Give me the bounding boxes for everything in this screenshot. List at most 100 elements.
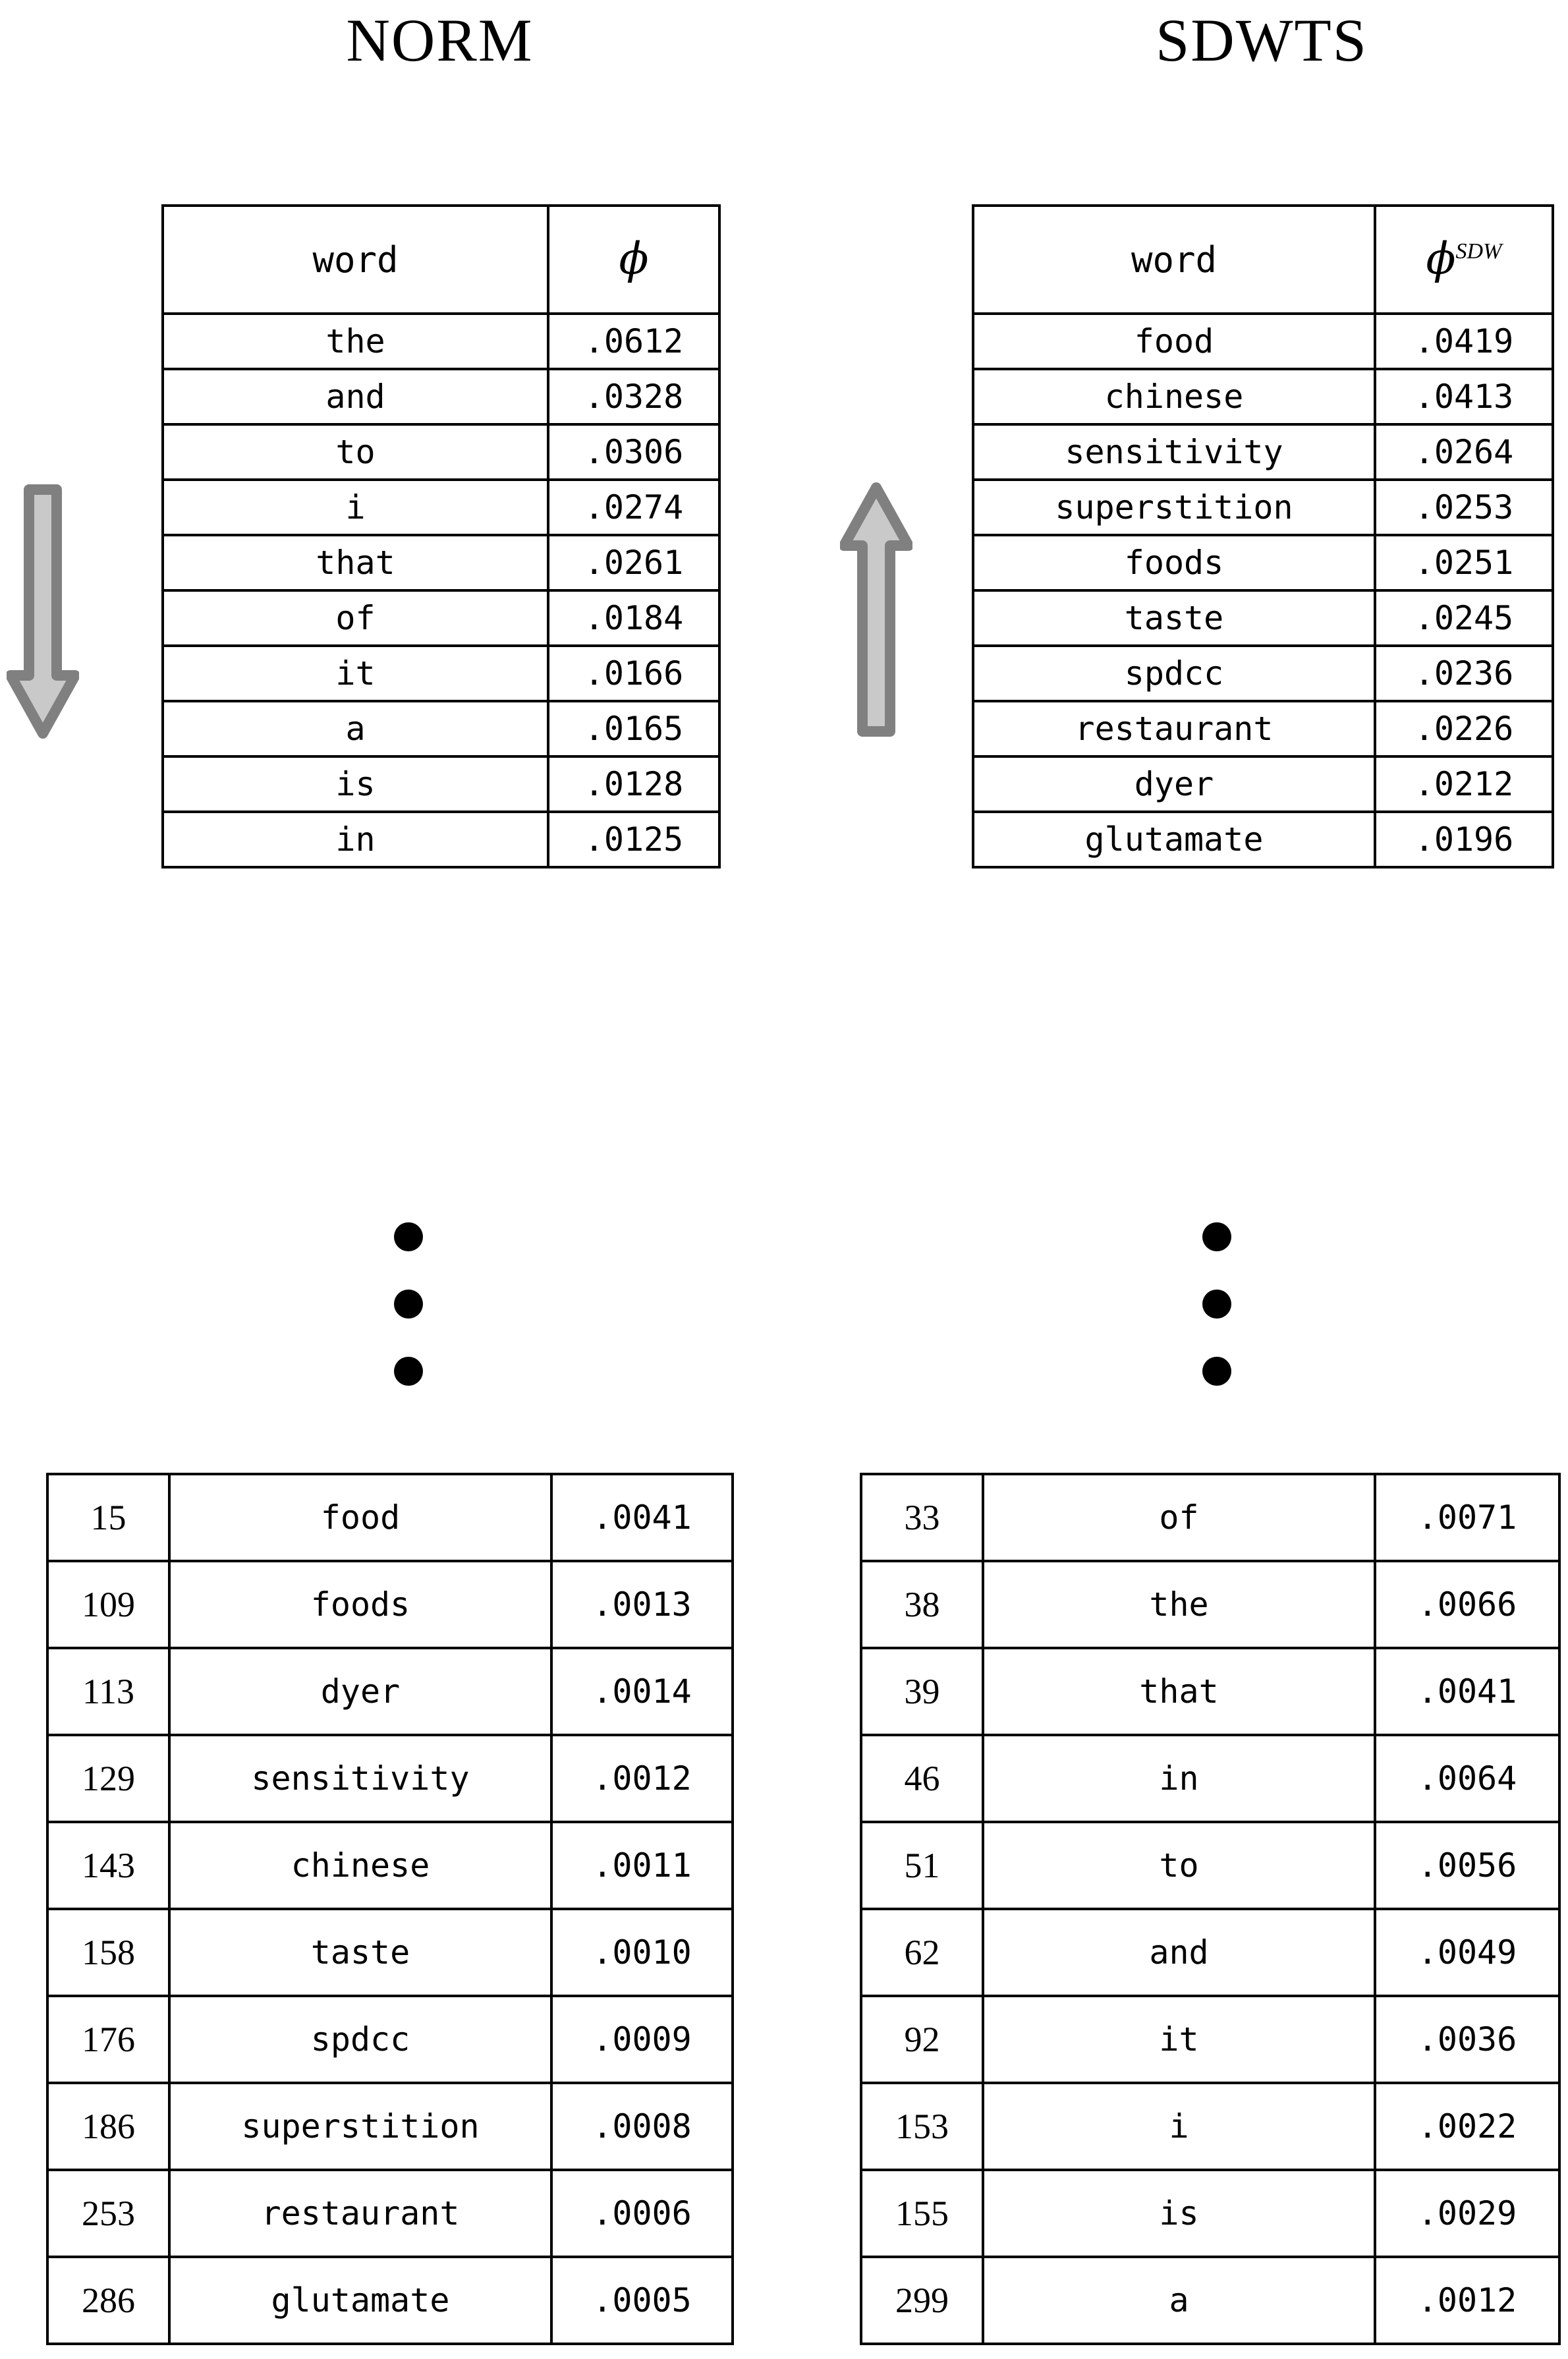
cell-word: restaurant [168,2169,553,2258]
cell-rank: 38 [860,1560,984,1649]
cell-value: .0022 [1374,2082,1561,2171]
cell-value: .0184 [547,589,721,647]
cell-value: .0261 [547,534,721,592]
table-row: that .0261 [161,534,721,592]
ellipsis-dot [394,1290,423,1319]
table-row: 253 restaurant .0006 [46,2169,734,2258]
cell-value: .0245 [1374,589,1554,647]
cell-word: in [161,810,549,868]
cell-word: a [982,2256,1376,2345]
cell-word: chinese [972,368,1376,426]
cell-word: foods [972,534,1376,592]
table-row: it .0166 [161,644,721,702]
cell-word: glutamate [972,810,1376,868]
cell-value: .0010 [550,1908,734,1997]
table-header-row: word ϕ [161,204,721,315]
table-row: i .0274 [161,478,721,536]
table-row: restaurant .0226 [972,700,1554,758]
table-row: spdcc .0236 [972,644,1554,702]
cell-value: .0251 [1374,534,1554,592]
table-row: 143 chinese .0011 [46,1821,734,1910]
table-row: 39 that .0041 [860,1647,1561,1736]
cell-rank: 129 [46,1734,171,1823]
ellipsis-dot [394,1357,423,1386]
table-row: 153 i .0022 [860,2082,1561,2171]
cell-value: .0306 [547,423,721,481]
cell-rank: 113 [46,1647,171,1736]
cell-word: restaurant [972,700,1376,758]
cell-value: .0041 [550,1473,734,1562]
table-row: 15 food .0041 [46,1473,734,1562]
cell-value: .0012 [550,1734,734,1823]
cell-rank: 15 [46,1473,171,1562]
cell-value: .0253 [1374,478,1554,536]
cell-value: .0212 [1374,755,1554,813]
cell-value: .0328 [547,368,721,426]
table-row: is .0128 [161,755,721,813]
phi-sdw-symbol: ϕSDW [1426,233,1502,284]
cell-rank: 109 [46,1560,171,1649]
column-header-score: ϕSDW [1374,204,1554,315]
cell-value: .0413 [1374,368,1554,426]
cell-value: .0013 [550,1560,734,1649]
ellipsis-dot [1202,1222,1231,1251]
table-row: 92 it .0036 [860,1995,1561,2084]
cell-value: .0419 [1374,312,1554,370]
cell-value: .0041 [1374,1647,1561,1736]
table-row: food .0419 [972,312,1554,370]
table-row: 109 foods .0013 [46,1560,734,1649]
table-row: 176 spdcc .0009 [46,1995,734,2084]
cell-value: .0009 [550,1995,734,2084]
cell-word: the [161,312,549,370]
column-header-word: word [161,204,549,315]
cell-word: is [982,2169,1376,2258]
cell-value: .0226 [1374,700,1554,758]
cell-rank: 186 [46,2082,171,2171]
cell-rank: 176 [46,1995,171,2084]
table-row: taste .0245 [972,589,1554,647]
up-arrow-icon [839,481,914,741]
cell-word: i [161,478,549,536]
panel-title-norm: NORM [346,7,534,74]
table-row: 38 the .0066 [860,1560,1561,1649]
cell-word: of [161,589,549,647]
cell-word: foods [168,1560,553,1649]
cell-value: .0008 [550,2082,734,2171]
cell-rank: 51 [860,1821,984,1910]
cell-word: is [161,755,549,813]
cell-rank: 153 [860,2082,984,2171]
cell-word: superstition [972,478,1376,536]
table-row: 155 is .0029 [860,2169,1561,2258]
cell-word: dyer [168,1647,553,1736]
table-row: a .0165 [161,700,721,758]
table-row: 62 and .0049 [860,1908,1561,1997]
cell-value: .0012 [1374,2256,1561,2345]
cell-word: the [982,1560,1376,1649]
phi-symbol: ϕ [619,233,649,284]
cell-value: .0029 [1374,2169,1561,2258]
sdwts-bottom-table: 33 of .0071 38 the .0066 39 that .0041 4… [860,1473,1561,2345]
vertical-ellipsis-sdwts [1202,1222,1231,1386]
cell-word: and [161,368,549,426]
cell-rank: 33 [860,1473,984,1562]
table-row: 286 glutamate .0005 [46,2256,734,2345]
norm-bottom-table: 15 food .0041 109 foods .0013 113 dyer .… [46,1473,734,2345]
cell-word: sensitivity [168,1734,553,1823]
table-row: foods .0251 [972,534,1554,592]
cell-value: .0274 [547,478,721,536]
cell-value: .0005 [550,2256,734,2345]
table-row: 186 superstition .0008 [46,2082,734,2171]
cell-word: spdcc [168,1995,553,2084]
vertical-ellipsis-norm [394,1222,423,1386]
cell-word: to [982,1821,1376,1910]
cell-value: .0049 [1374,1908,1561,1997]
cell-rank: 155 [860,2169,984,2258]
table-row: sensitivity .0264 [972,423,1554,481]
ellipsis-dot [394,1222,423,1251]
cell-value: .0006 [550,2169,734,2258]
cell-value: .0056 [1374,1821,1561,1910]
cell-word: and [982,1908,1376,1997]
cell-value: .0071 [1374,1473,1561,1562]
cell-value: .0165 [547,700,721,758]
cell-rank: 253 [46,2169,171,2258]
